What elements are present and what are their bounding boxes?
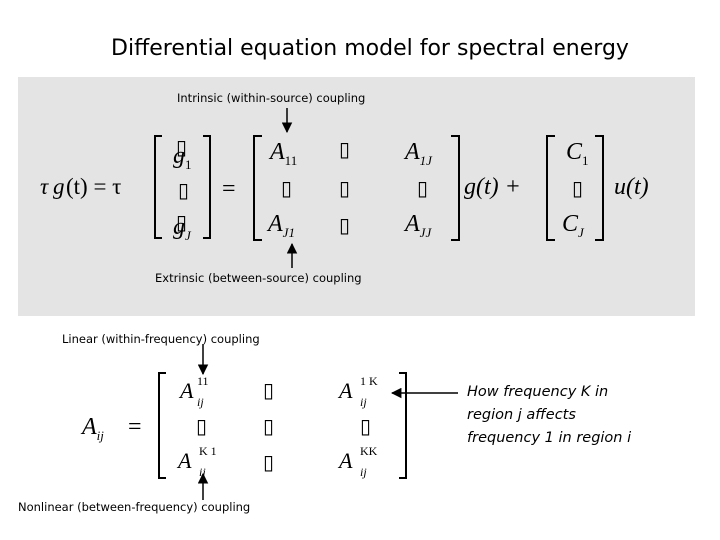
- matrix-equation-panel: [18, 77, 695, 316]
- lhs-tau: τ: [40, 174, 49, 199]
- gJ-element: gJ: [173, 214, 191, 243]
- slide-title: Differential equation model for spectral…: [111, 36, 629, 61]
- A11-ij-element: A 11 ij: [180, 374, 209, 409]
- nonlinear-coupling-label: Nonlinear (between-frequency) coupling: [18, 500, 251, 514]
- a-matrix-missing-glyph: ▯: [339, 213, 351, 237]
- a-matrix-missing-glyph: ▯: [417, 176, 429, 200]
- u-t: u(t): [614, 174, 649, 200]
- A1J-element: A1J: [405, 139, 432, 168]
- intrinsic-coupling-label: Intrinsic (within-source) coupling: [177, 91, 366, 105]
- frequency-coupling-note: How frequency K in region j affects freq…: [467, 381, 667, 450]
- A1K-ij-element: A 1 K ij: [339, 374, 378, 409]
- equals-sign: =: [222, 176, 236, 202]
- a-matrix-missing-glyph: ▯: [339, 176, 351, 200]
- note-line-2: region j affects: [467, 407, 576, 423]
- g-vector-missing-glyph-top: ▯: [176, 135, 188, 159]
- lhs-t-eq-tau: (t) = τ: [66, 174, 122, 199]
- aij-matrix-missing-glyph: ▯: [360, 414, 372, 438]
- g-vector-missing-glyph-mid: ▯: [178, 178, 190, 202]
- aij-matrix-bracket: [158, 372, 407, 479]
- A11-element: A11: [270, 139, 298, 168]
- aij-matrix-missing-glyph: ▯: [263, 414, 275, 438]
- note-line-3: frequency 1 in region i: [467, 430, 632, 446]
- extrinsic-coupling-label: Extrinsic (between-source) coupling: [155, 271, 362, 285]
- a-matrix-bracket: [253, 135, 460, 241]
- lhs-g: g: [53, 174, 65, 199]
- eq2-equals: =: [128, 414, 142, 440]
- g-vector-missing-glyph-bot: ▯: [176, 210, 188, 234]
- AKK-ij-element: A KK ij: [339, 444, 378, 479]
- AJ1-element: AJ1: [268, 211, 295, 240]
- aij-matrix-missing-glyph: ▯: [196, 414, 208, 438]
- linear-coupling-label: Linear (within-frequency) coupling: [62, 332, 260, 346]
- Aij-lhs: Aij: [82, 414, 104, 443]
- AK1-ij-element: A K 1 ij: [178, 444, 217, 479]
- g-vector-bracket: [154, 135, 211, 239]
- CJ-element: CJ: [562, 211, 584, 240]
- aij-matrix-missing-glyph: ▯: [263, 378, 275, 402]
- g-t-plus: g(t) +: [464, 174, 521, 200]
- aij-matrix-missing-glyph: ▯: [263, 450, 275, 474]
- c-vector-bracket: [546, 135, 604, 241]
- a-matrix-missing-glyph: ▯: [339, 137, 351, 161]
- C1-element: C1: [566, 139, 589, 168]
- note-line-1: How frequency K in: [467, 384, 609, 400]
- c-vector-missing-glyph: ▯: [572, 176, 584, 200]
- a-matrix-missing-glyph: ▯: [281, 176, 293, 200]
- g1-element: g1: [173, 143, 192, 172]
- AJJ-element: AJJ: [405, 211, 432, 240]
